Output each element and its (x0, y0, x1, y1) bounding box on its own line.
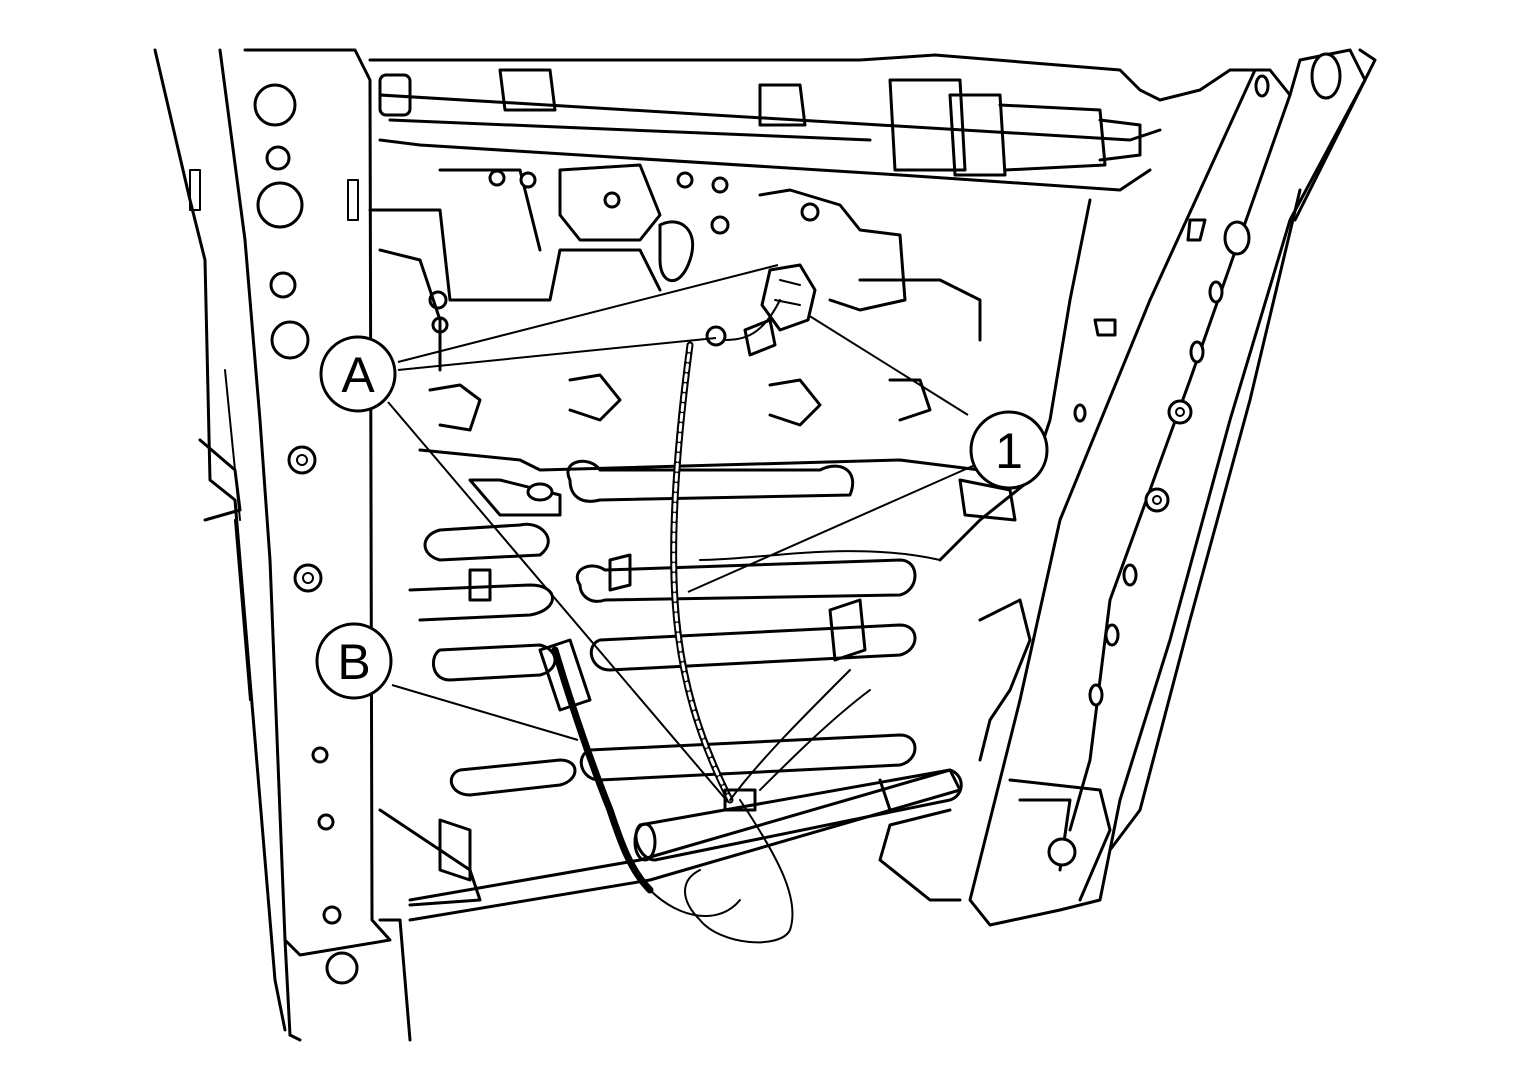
leader-b-1 (391, 684, 579, 741)
leader-a-3 (387, 401, 729, 803)
callout-b: B (315, 622, 393, 700)
wiring-harness (468, 299, 941, 944)
right-side-frame (938, 48, 1377, 927)
seat-back-frame (368, 53, 1232, 372)
leader-1-2 (687, 464, 976, 593)
callout-b-label: B (337, 634, 370, 690)
leader-1-1 (807, 314, 969, 416)
leader-a-1 (397, 264, 779, 363)
harness-connector (705, 263, 817, 357)
left-side-frame (153, 48, 412, 1042)
callout-a-label: A (341, 347, 375, 403)
callout-a: A (319, 335, 397, 413)
leader-lines (387, 264, 976, 803)
bottom-cross-tube (408, 768, 963, 922)
callout-one: 1 (969, 410, 1049, 490)
leader-a-2 (397, 337, 717, 371)
seat-springs (378, 373, 982, 907)
callout-one-label: 1 (995, 423, 1023, 479)
